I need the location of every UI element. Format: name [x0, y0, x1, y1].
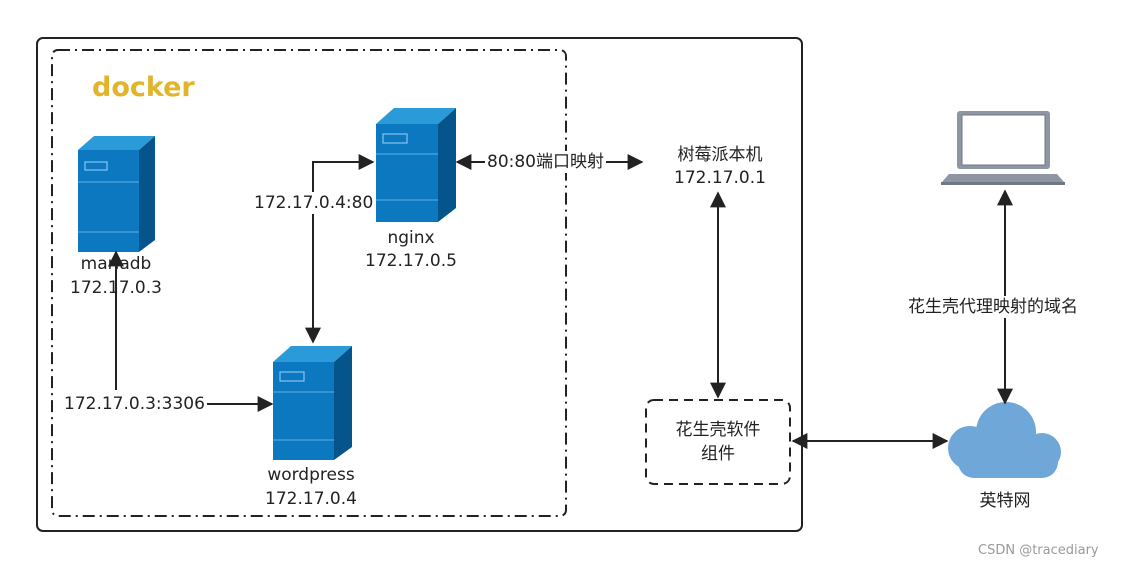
software-label-line2: 组件 — [701, 444, 735, 464]
watermark: CSDN @tracediary — [978, 543, 1099, 558]
host-name-label: 树莓派本机 — [677, 145, 763, 165]
software-component-box — [645, 399, 791, 485]
mariadb-ip-label: 172.17.0.3 — [70, 278, 162, 298]
edge-label-nginx-wordpress: 172.17.0.4:80 — [252, 192, 376, 214]
internet-label: 英特网 — [979, 491, 1031, 511]
mariadb-name-label: mariadb — [80, 254, 152, 274]
software-label-line1: 花生壳软件 — [675, 420, 761, 440]
docker-container-frame — [51, 49, 567, 517]
edge-label-domain-mapping: 花生壳代理映射的域名 — [905, 296, 1081, 318]
edge-label-wordpress-mariadb: 172.17.0.3:3306 — [62, 393, 207, 415]
mariadb-server-icon — [78, 136, 155, 252]
host-machine-frame — [36, 37, 803, 532]
wordpress-server-icon — [273, 346, 352, 460]
wordpress-ip-label: 172.17.0.4 — [265, 489, 357, 509]
nginx-server-icon — [376, 108, 456, 222]
nginx-ip-label: 172.17.0.5 — [365, 251, 457, 271]
laptop-icon — [941, 111, 1065, 185]
host-ip-label: 172.17.0.1 — [674, 168, 766, 188]
cloud-icon — [948, 402, 1061, 478]
wordpress-name-label: wordpress — [267, 465, 355, 485]
edge-label-port-mapping: 80:80端口映射 — [485, 151, 606, 173]
nginx-name-label: nginx — [387, 228, 435, 248]
edge-nginx-wordpress — [305, 154, 375, 344]
docker-label: docker — [92, 72, 195, 103]
